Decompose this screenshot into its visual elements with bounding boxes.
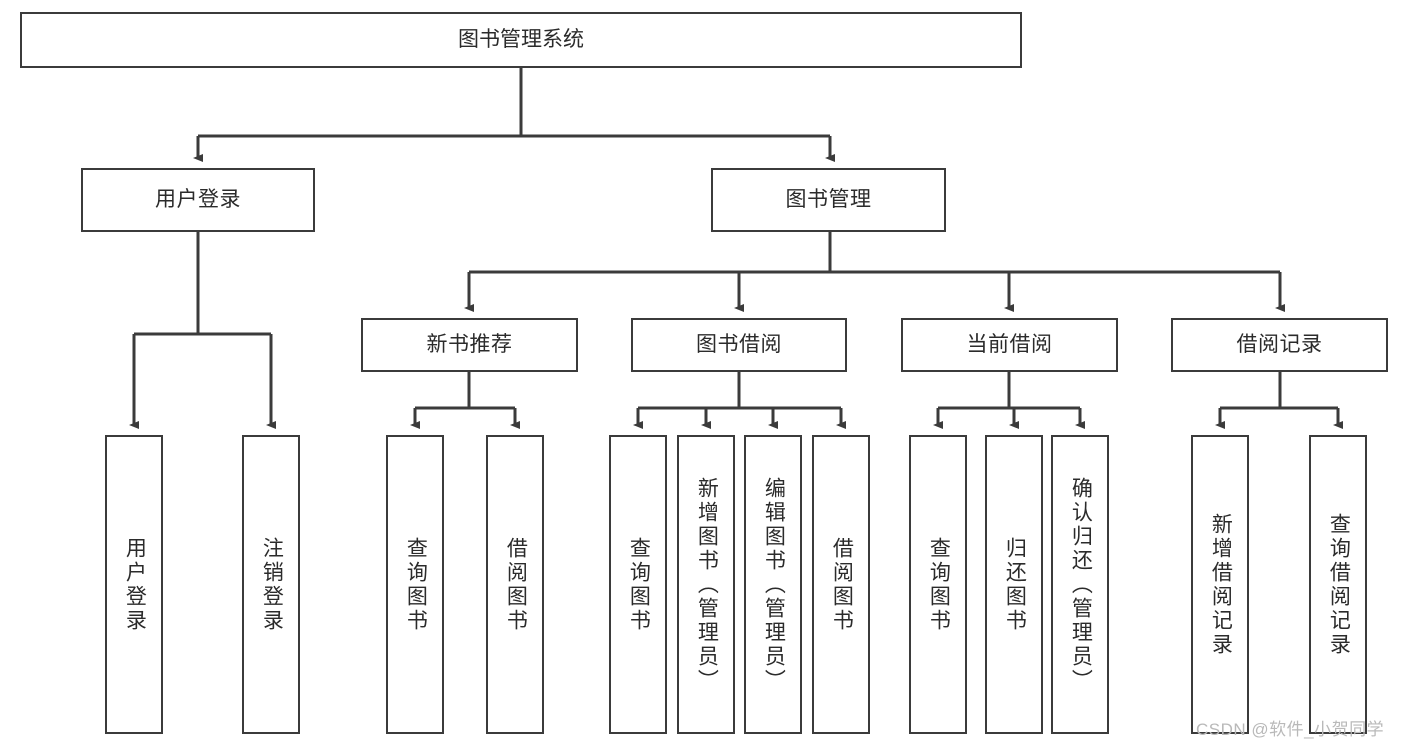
node-user-login-label: 用户登录 bbox=[155, 187, 241, 211]
leaf-user-login[interactable]: 用户登录 bbox=[105, 435, 163, 734]
node-user-login[interactable]: 用户登录 bbox=[81, 168, 315, 232]
leaf-query-book-current-label: 查询图书 bbox=[927, 536, 951, 633]
node-new-book-recommend[interactable]: 新书推荐 bbox=[361, 318, 578, 372]
leaf-add-borrow-record-label: 新增借阅记录 bbox=[1209, 512, 1233, 657]
node-current-borrow[interactable]: 当前借阅 bbox=[901, 318, 1118, 372]
leaf-borrow-book-label: 借阅图书 bbox=[830, 536, 854, 633]
node-new-book-recommend-label: 新书推荐 bbox=[426, 332, 513, 356]
leaf-borrow-book-newbook[interactable]: 借阅图书 bbox=[486, 435, 544, 734]
leaf-return-book[interactable]: 归还图书 bbox=[985, 435, 1043, 734]
leaf-query-borrow-record[interactable]: 查询借阅记录 bbox=[1309, 435, 1367, 734]
leaf-query-borrow-record-label: 查询借阅记录 bbox=[1327, 512, 1351, 657]
leaf-confirm-return-admin[interactable]: 确认归还（管理员） bbox=[1051, 435, 1109, 734]
node-borrow-record-label: 借阅记录 bbox=[1236, 332, 1323, 356]
node-root[interactable]: 图书管理系统 bbox=[20, 12, 1022, 68]
node-borrow-record[interactable]: 借阅记录 bbox=[1171, 318, 1388, 372]
node-book-management-label: 图书管理 bbox=[785, 187, 872, 211]
leaf-borrow-book-newbook-label: 借阅图书 bbox=[504, 536, 528, 633]
leaf-logout[interactable]: 注销登录 bbox=[242, 435, 300, 734]
leaf-user-login-label: 用户登录 bbox=[123, 536, 147, 633]
node-root-label: 图书管理系统 bbox=[458, 27, 584, 51]
leaf-query-book-newbook-label: 查询图书 bbox=[404, 536, 428, 633]
leaf-add-borrow-record[interactable]: 新增借阅记录 bbox=[1191, 435, 1249, 734]
leaf-confirm-return-admin-label: 确认归还（管理员） bbox=[1069, 476, 1093, 693]
leaf-query-book-current[interactable]: 查询图书 bbox=[909, 435, 967, 734]
leaf-edit-book-admin[interactable]: 编辑图书（管理员） bbox=[744, 435, 802, 734]
node-book-management[interactable]: 图书管理 bbox=[711, 168, 946, 232]
leaf-logout-label: 注销登录 bbox=[260, 536, 284, 633]
leaf-add-book-admin-label: 新增图书（管理员） bbox=[695, 476, 719, 693]
leaf-return-book-label: 归还图书 bbox=[1003, 536, 1027, 633]
node-book-borrow[interactable]: 图书借阅 bbox=[631, 318, 847, 372]
leaf-query-book-borrow[interactable]: 查询图书 bbox=[609, 435, 667, 734]
node-current-borrow-label: 当前借阅 bbox=[966, 332, 1053, 356]
leaf-add-book-admin[interactable]: 新增图书（管理员） bbox=[677, 435, 735, 734]
leaf-query-book-borrow-label: 查询图书 bbox=[627, 536, 651, 633]
leaf-query-book-newbook[interactable]: 查询图书 bbox=[386, 435, 444, 734]
leaf-borrow-book[interactable]: 借阅图书 bbox=[812, 435, 870, 734]
leaf-edit-book-admin-label: 编辑图书（管理员） bbox=[762, 476, 786, 693]
node-book-borrow-label: 图书借阅 bbox=[696, 332, 782, 356]
